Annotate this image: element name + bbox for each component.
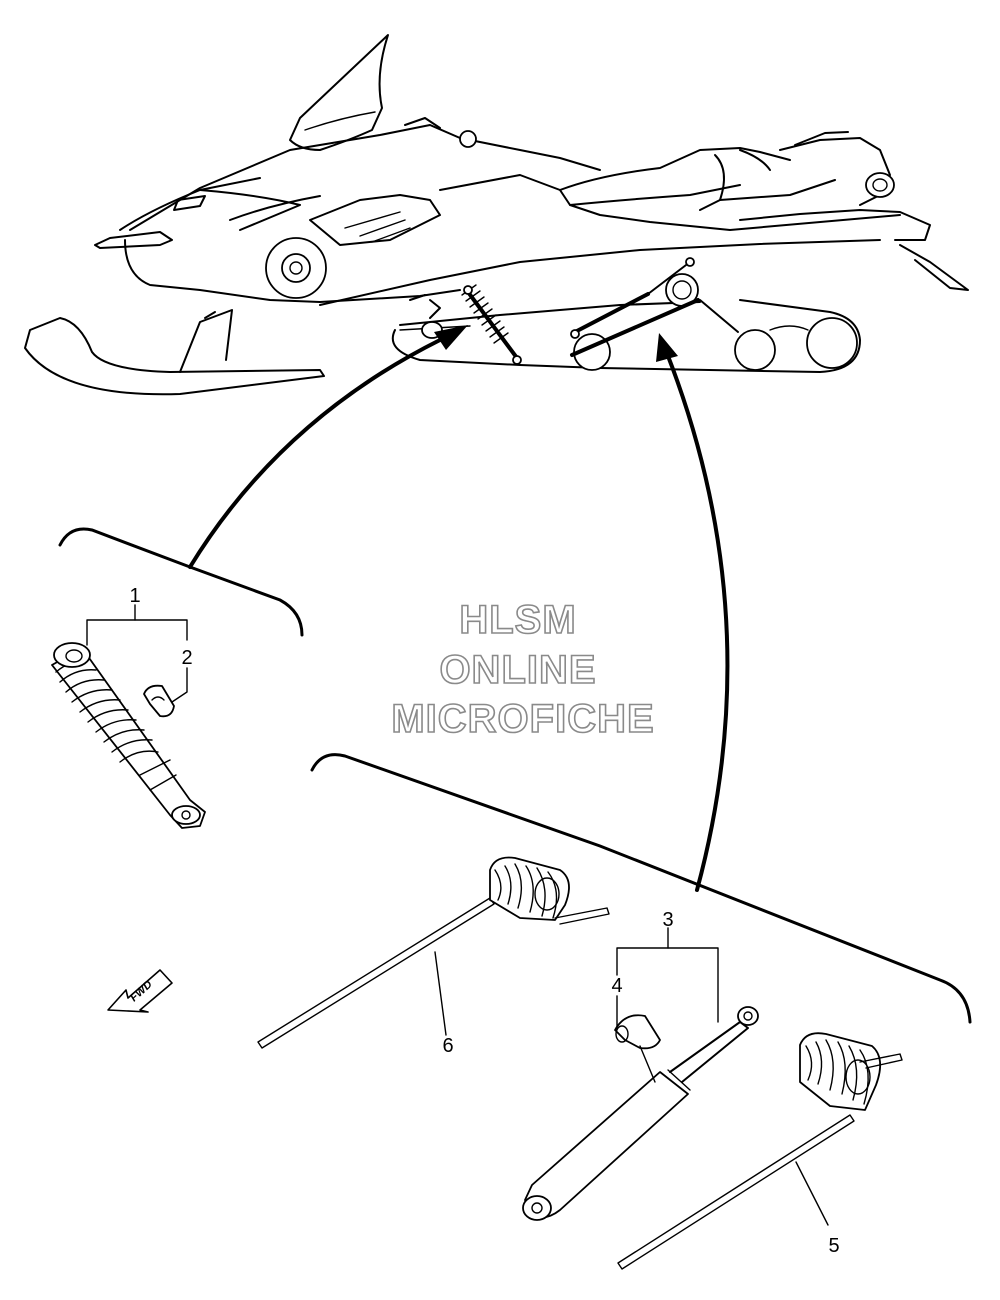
callout-arrows [188,325,730,892]
callout-2-label: 2 [181,647,192,669]
torsion-spring-6: 6 [257,856,610,1057]
shock-bushing [143,684,175,718]
watermark-line-2: ONLINE [439,648,596,692]
callout-1-2: 1 2 [86,585,193,703]
snowmobile-illustration [24,34,969,396]
watermark-line-3: MICROFICHE [391,697,654,741]
shock-collar [614,1014,661,1050]
front-shock-location [461,284,522,365]
rear-shock-location [570,257,739,357]
callout-4-label: 4 [611,975,622,997]
watermark: HLSM ONLINE MICROFICHE [391,597,655,742]
arrow-head-icon [656,333,678,362]
torsion-spring-5: 5 [617,1032,903,1270]
watermark-line-1: HLSM [459,598,576,642]
fwd-indicator: FWD [107,969,173,1013]
exploded-view-frames [58,527,972,1024]
rear-shock-absorber [522,1006,759,1221]
callout-6-label: 6 [442,1035,453,1057]
callout-3-label: 3 [662,909,673,931]
front-shock-absorber [51,642,206,829]
callout-5-label: 5 [828,1235,839,1257]
arrow-head-icon [434,325,468,350]
callout-3-4: 3 4 [611,909,719,1083]
callout-1-label: 1 [129,585,140,607]
